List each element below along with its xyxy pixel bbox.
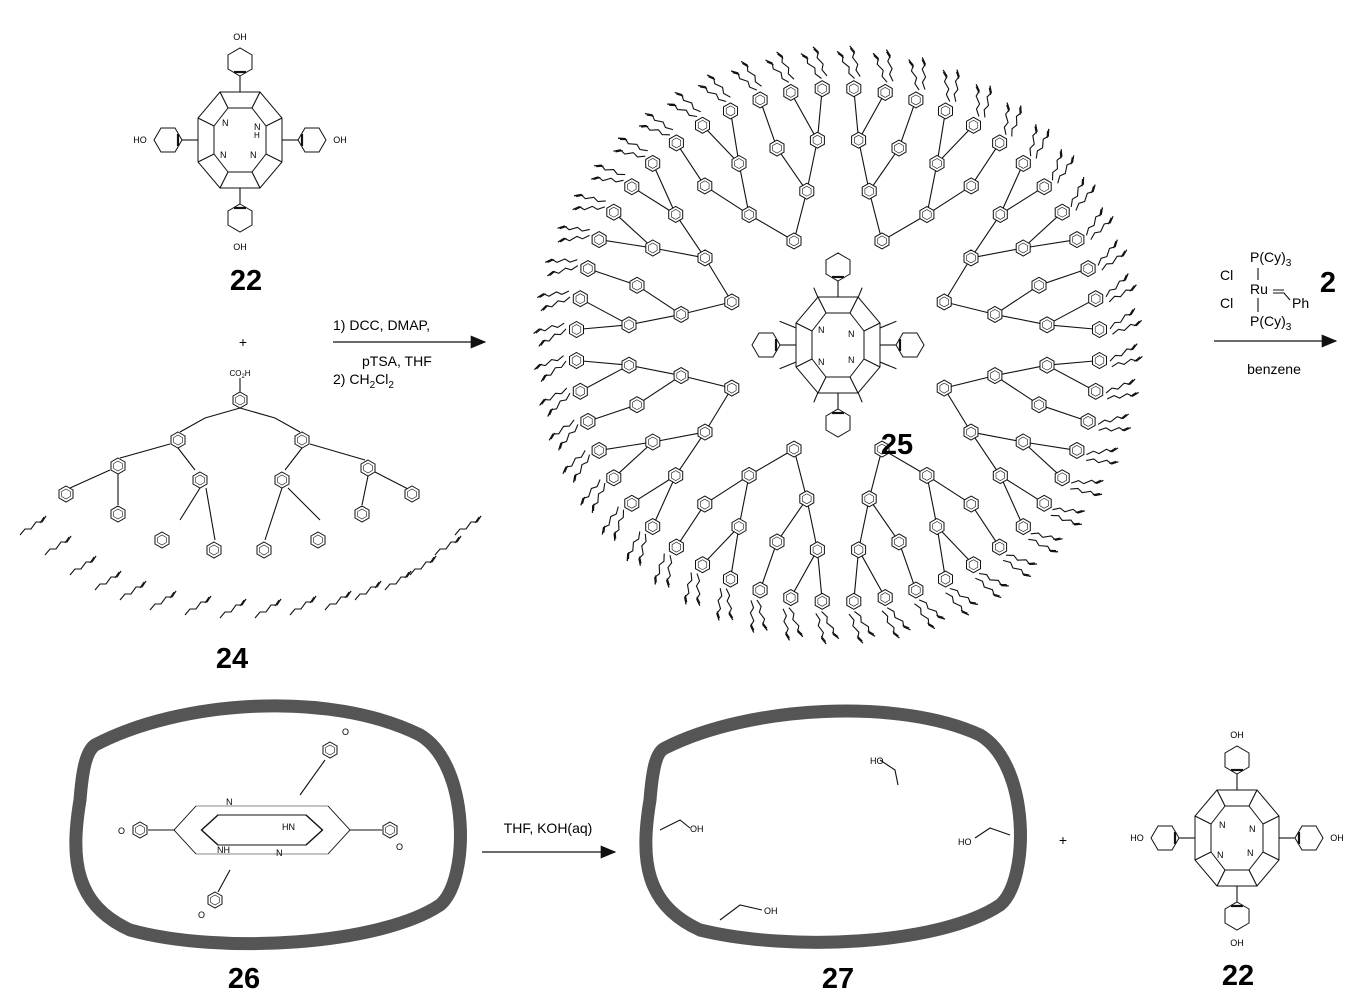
oh-label-b-top: OH bbox=[1230, 730, 1244, 740]
catalyst-pcy3-bottom: P(Cy)3 bbox=[1250, 313, 1292, 333]
n-label-25a: N bbox=[818, 325, 825, 335]
reaction1-line2: pTSA, THF bbox=[362, 353, 432, 369]
catalyst-cl-2: Cl bbox=[1220, 295, 1233, 311]
n-label-b1: N bbox=[1219, 820, 1226, 830]
nh-label-26: NH bbox=[217, 845, 230, 855]
n-label-25c: N bbox=[818, 357, 825, 367]
n-label-25d: N bbox=[848, 355, 855, 365]
ester-o-right: O bbox=[396, 842, 403, 852]
catalyst-cl-1: Cl bbox=[1220, 267, 1233, 283]
n-label-b4: N bbox=[1247, 848, 1254, 858]
ester-o-bottom: O bbox=[198, 910, 205, 920]
catalyst-ru: Ru bbox=[1250, 281, 1268, 297]
n-label-26a: N bbox=[226, 797, 233, 807]
co2h-label: CO2H bbox=[229, 369, 250, 380]
n-label-3: N bbox=[220, 150, 227, 160]
compound-22-top-structure: OH OH HO OH N N H N N bbox=[133, 32, 347, 252]
n-label-1: N bbox=[222, 118, 229, 128]
compound-number-25: 25 bbox=[881, 429, 913, 461]
n-label-26b: N bbox=[276, 848, 283, 858]
acid-ho-1: HO bbox=[870, 756, 884, 766]
h-label-1: H bbox=[254, 131, 260, 140]
n-label-4: N bbox=[250, 150, 257, 160]
oh-label-bottom: OH bbox=[233, 242, 247, 252]
ester-o-left: O bbox=[118, 826, 125, 836]
compound-27-structure: OH HO HO OH bbox=[639, 704, 1027, 949]
oh-label-right: OH bbox=[333, 135, 347, 145]
reaction1-line1: 1) DCC, DMAP, bbox=[333, 317, 430, 333]
catalyst-pcy3-top: P(Cy)3 bbox=[1250, 249, 1292, 269]
compound-24-structure: CO2H bbox=[19, 369, 482, 619]
n-label-b3: N bbox=[1217, 850, 1224, 860]
plus-sign-2: + bbox=[1059, 832, 1067, 848]
n-label-b2: N bbox=[1249, 824, 1256, 834]
catalyst-ph: Ph bbox=[1292, 295, 1309, 311]
oh-label-b-bottom: OH bbox=[1230, 938, 1244, 948]
plus-sign-1: + bbox=[239, 334, 247, 350]
oh-label-b-right: OH bbox=[1330, 833, 1344, 843]
compound-26-structure: N HN NH N O O O O bbox=[69, 699, 467, 951]
solvent-benzene: benzene bbox=[1247, 361, 1301, 377]
acid-oh-2: OH bbox=[764, 906, 778, 916]
compound-number-2: 2 bbox=[1320, 267, 1336, 299]
n-label-25b: N bbox=[848, 329, 855, 339]
compound-number-26: 26 bbox=[228, 963, 260, 990]
reaction1-line3: 2) CH2Cl2 bbox=[333, 371, 394, 391]
n-label-2: N bbox=[254, 122, 261, 132]
ester-o-top: O bbox=[342, 727, 349, 737]
grubbs-catalyst-structure: P(Cy)3 Cl Ru Ph Cl P(Cy)3 bbox=[1220, 249, 1309, 333]
oh-label-top: OH bbox=[233, 32, 247, 42]
acid-ho-2: HO bbox=[958, 837, 972, 847]
compound-number-22-bottom: 22 bbox=[1222, 960, 1254, 990]
ho-label-b-left: HO bbox=[1130, 833, 1144, 843]
compound-number-22-top: 22 bbox=[230, 265, 262, 297]
ho-label-left: HO bbox=[133, 135, 147, 145]
compound-number-27: 27 bbox=[822, 963, 854, 990]
hn-label-26: HN bbox=[282, 822, 295, 832]
compound-25-structure: N N N N bbox=[533, 45, 1143, 645]
compound-number-24: 24 bbox=[216, 643, 248, 675]
compound-22-bottom-structure: OH OH HO OH N N N N bbox=[1130, 730, 1344, 948]
acid-oh-1: OH bbox=[690, 824, 704, 834]
reaction3-label: THF, KOH(aq) bbox=[504, 820, 593, 836]
